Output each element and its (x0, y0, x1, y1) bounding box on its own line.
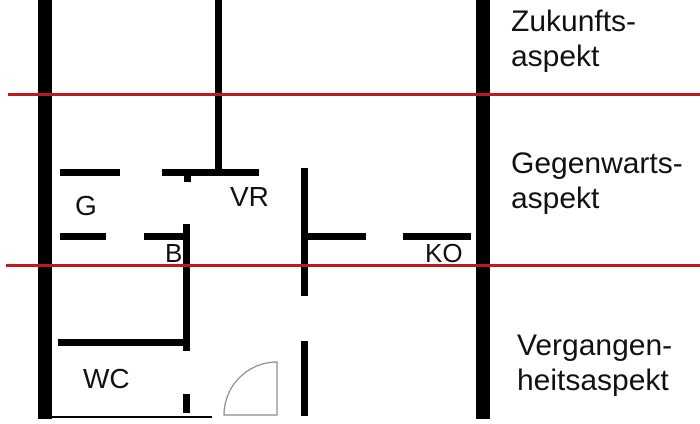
left-outer-wall (38, 0, 52, 419)
g-top-wall (60, 169, 120, 176)
bottom-floor-line (52, 416, 212, 418)
aspect-present: Gegenwarts- aspekt (511, 146, 683, 216)
right-outer-wall (476, 0, 490, 419)
room-label-ko: KO (425, 238, 463, 268)
divider-present-past (6, 264, 700, 267)
aspect-past-line1: Vergangen- (517, 329, 673, 362)
room-label-g: G (75, 190, 97, 221)
wc-door-stub (183, 394, 190, 413)
divider-future-present (8, 93, 700, 96)
aspect-future-line1: Zukunfts- (511, 5, 637, 38)
center-horizontal-wall (305, 233, 366, 240)
room-label-b: B (165, 238, 183, 268)
center-vertical-wall-upper (301, 168, 308, 296)
aspect-present-line1: Gegenwarts- (511, 147, 683, 180)
aspect-future-line2: aspekt (511, 40, 600, 73)
wc-top-wall (58, 339, 188, 346)
door-swing-icon (223, 361, 278, 416)
room-label-wc: WC (83, 363, 130, 394)
top-center-wall (215, 0, 222, 172)
b-vertical-wall (183, 224, 190, 351)
g-bottom-wall (60, 233, 106, 240)
ko-top-wall (403, 233, 471, 240)
center-vertical-wall-lower (301, 341, 308, 416)
b-top-wall (144, 233, 187, 240)
vr-top-wall (162, 169, 259, 176)
aspect-past-line2: heitsaspekt (517, 364, 669, 397)
aspect-present-line2: aspekt (511, 182, 600, 215)
aspect-future: Zukunfts- aspekt (511, 4, 636, 74)
vr-wall-tick (184, 169, 191, 182)
aspect-past: Vergangen- heitsaspekt (517, 328, 672, 398)
room-label-vr: VR (230, 181, 269, 212)
